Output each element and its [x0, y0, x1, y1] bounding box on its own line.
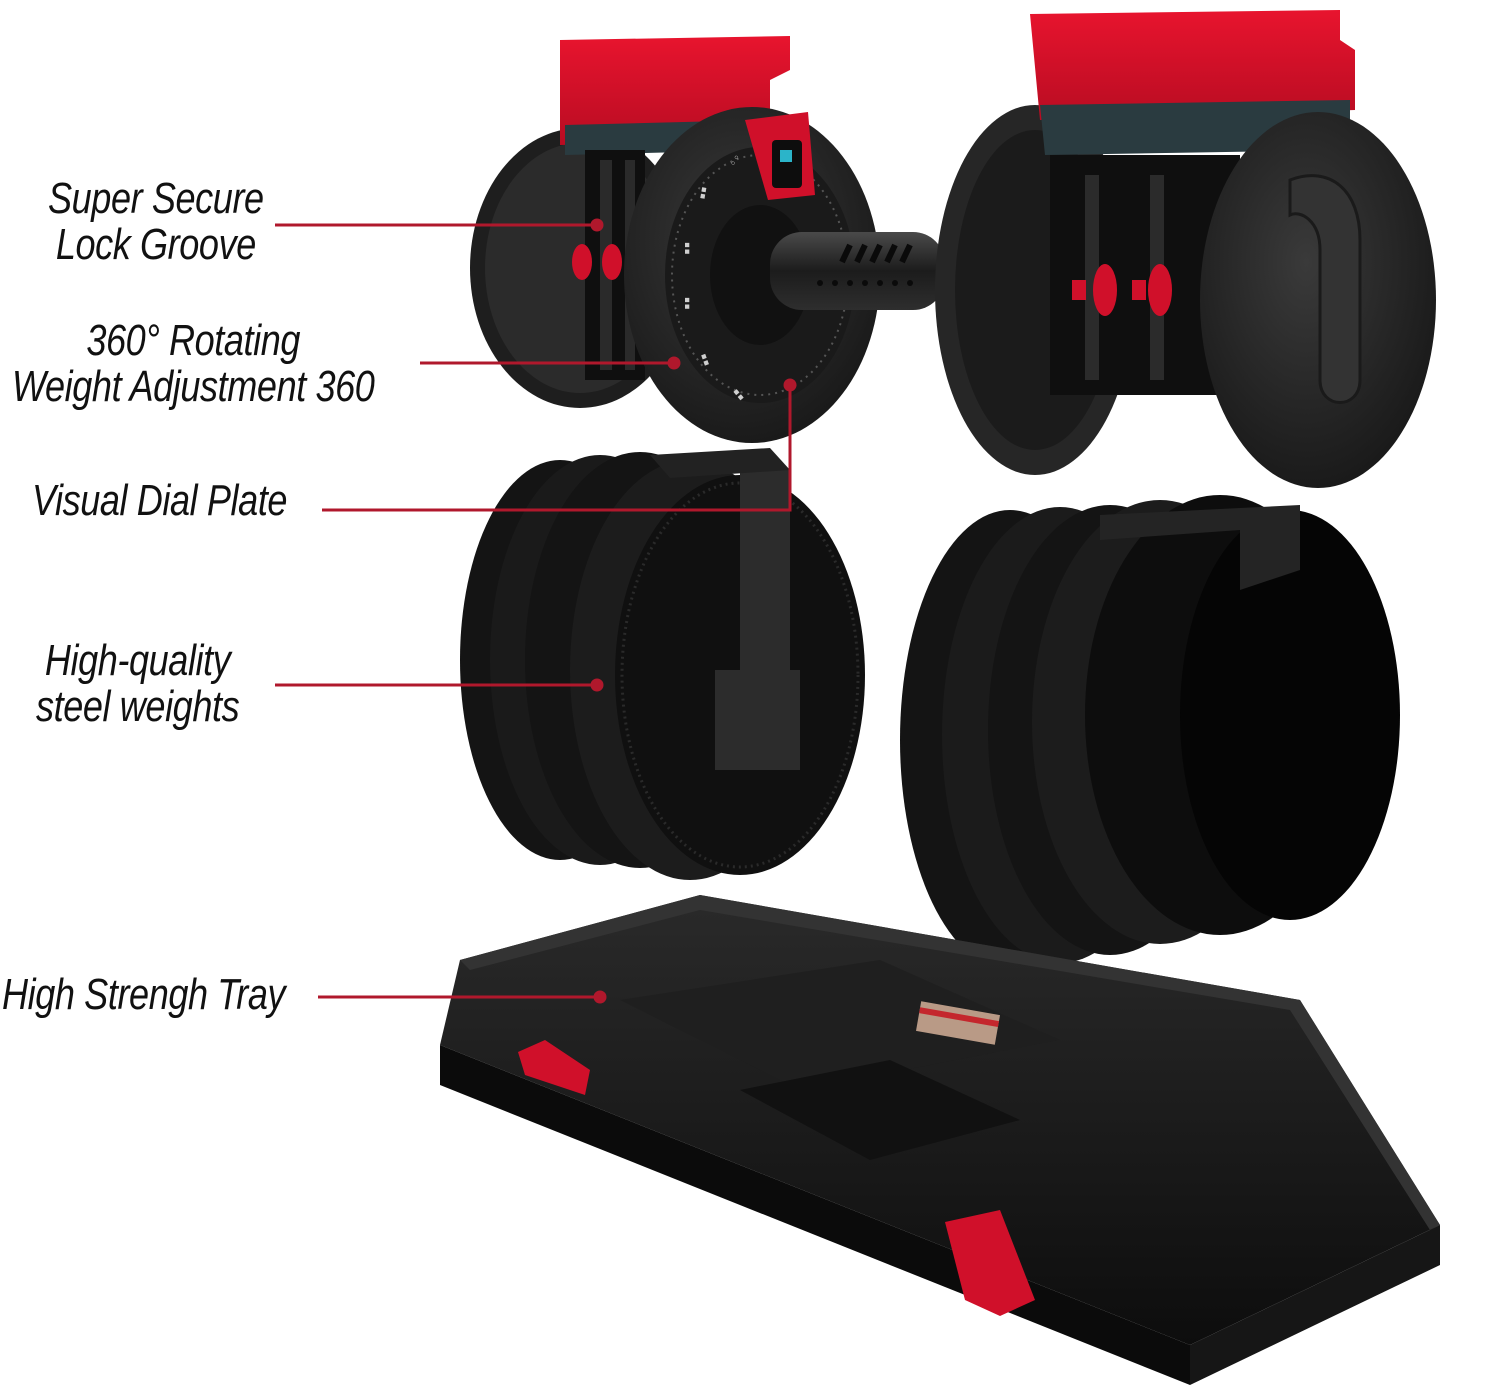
callout-steel-weights: High-quality steel weights [36, 636, 240, 731]
right-end-cap [1200, 112, 1436, 488]
tray-red-accent-right [945, 1210, 1035, 1316]
svg-text:▪▪: ▪▪ [680, 242, 693, 255]
dumbbell: ◦◦ ▪▪ ▪▪ ▪▪ ▪▪ ▪▪ [470, 10, 1436, 488]
callout-rotating-adjustment-line-1: 360° Rotating [86, 316, 301, 365]
svg-text:▪▪: ▪▪ [696, 352, 713, 369]
right-red-housing [1030, 10, 1355, 120]
callout-steel-weights-line-1: High-quality [44, 636, 231, 685]
svg-text:◦◦: ◦◦ [726, 152, 744, 170]
callout-lock-groove: Super Secure Lock Groove [48, 176, 264, 268]
callout-lock-groove-line-1: Super Secure [48, 174, 264, 223]
callout-dial-plate-line-1: Visual Dial Plate [32, 476, 288, 525]
leader-lines [275, 218, 797, 1004]
callout-steel-weights-line-2: steel weights [36, 682, 240, 731]
callout-lock-groove-line-2: Lock Groove [55, 220, 256, 269]
tray-red-accent-left [518, 1040, 590, 1095]
callout-dial-plate: Visual Dial Plate [32, 476, 288, 525]
right-weight-stack [900, 495, 1400, 970]
callout-tray: High Strengh Tray [2, 970, 286, 1019]
handle [770, 232, 945, 310]
callout-rotating-adjustment: 360° Rotating Weight Adjustment 360 [12, 316, 375, 411]
svg-text:▪▪: ▪▪ [680, 297, 693, 310]
tray [440, 895, 1440, 1385]
left-weight-stack [460, 448, 865, 880]
svg-text:▪▪: ▪▪ [695, 185, 710, 200]
callout-tray-line-1: High Strengh Tray [2, 970, 286, 1019]
callout-rotating-adjustment-line-2: Weight Adjustment 360 [12, 362, 375, 411]
